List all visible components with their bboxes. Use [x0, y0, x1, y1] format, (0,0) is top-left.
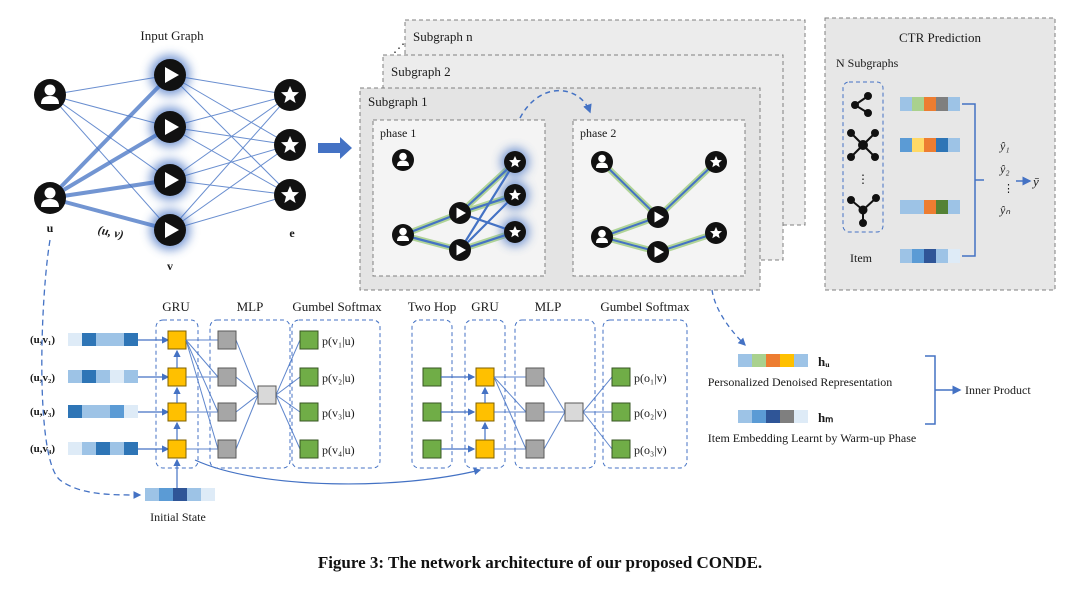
pipeline-2: Two Hop GRU MLP Gumbel Softmax [408, 299, 690, 469]
prob-label: p(v₃|u) [322, 406, 355, 420]
gumbel-title-2: Gumbel Softmax [600, 299, 690, 314]
hm-label: hₘ [818, 410, 833, 425]
embedding-bar [900, 200, 960, 214]
u-to-initial-state-arrow [41, 239, 142, 499]
entity-icon [504, 184, 526, 206]
subgraph-icon [851, 92, 872, 117]
user-icon [34, 182, 66, 214]
stack-ellipsis: ⋰ [393, 41, 405, 55]
entity-label: e [289, 226, 295, 240]
subgraph-icon [847, 194, 880, 227]
y-hat-n: ŷₙ [999, 203, 1010, 217]
transition-arrow [318, 137, 352, 159]
y-bar: ȳ [1031, 174, 1039, 189]
embedding-bar [68, 405, 138, 418]
user-icon [392, 149, 414, 171]
item-icon [647, 206, 669, 228]
user-icon [34, 79, 66, 111]
gru-title-2: GRU [471, 299, 499, 314]
gru-to-gru-arrow [194, 459, 482, 485]
prob-label: p(o₃|v) [634, 443, 667, 457]
embedding-bar [68, 442, 138, 455]
hu-embedding-bar [738, 354, 808, 367]
prob-label: p(o₂|v) [634, 406, 667, 420]
y-hat-2: ŷ₂ [999, 162, 1010, 176]
embedding-bar [900, 138, 960, 152]
input-graph-highlight-edges [48, 73, 172, 232]
item-icon [449, 239, 471, 261]
prob-label: p(o₁|v) [634, 371, 667, 385]
prob-label: p(v₂|u) [322, 371, 355, 385]
entity-icon [705, 151, 727, 173]
prob-label: p(v₄|u) [322, 443, 355, 457]
user-label: u [47, 221, 54, 235]
input-graph-edges [49, 74, 291, 231]
initial-state-bar [145, 488, 215, 501]
prob-label: p(v₁|u) [322, 334, 355, 348]
user-icon [591, 226, 613, 248]
edge-label: (u, v) [97, 223, 125, 242]
entity-icon [705, 222, 727, 244]
gru-title: GRU [162, 299, 190, 314]
subgraph-stack: Subgraph n Subgraph 2 Subgraph 1 ⋰ phase… [359, 19, 806, 291]
embedding-bar [68, 370, 138, 383]
subgraph-to-output-arrow [711, 289, 746, 346]
item-icon [154, 214, 186, 246]
item-label: Item [850, 251, 873, 265]
input-label: (u,v₂) [30, 372, 55, 384]
figure-caption: Figure 3: The network architecture of ou… [317, 553, 763, 572]
ellipsis: ⋮ [857, 172, 869, 186]
ctr-panel: CTR Prediction N Subgraphs ⋮ Item [824, 17, 1056, 291]
input-graph-title: Input Graph [140, 28, 204, 43]
input-label: (u,v₄) [30, 443, 55, 455]
hu-description: Personalized Denoised Representation [708, 375, 893, 389]
item-icon [449, 202, 471, 224]
item-icon [154, 59, 186, 91]
entity-icon [274, 79, 306, 111]
phase-1-label: phase 1 [380, 126, 416, 140]
embedding-bar [900, 97, 960, 111]
phase-2-label: phase 2 [580, 126, 616, 140]
initial-state-label: Initial State [150, 510, 206, 524]
input-graph: Input Graph u v e (u [34, 28, 306, 273]
item-icon [154, 164, 186, 196]
subgraph-icon [847, 129, 879, 161]
embedding-bar [68, 333, 138, 346]
entity-icon [274, 179, 306, 211]
y-hat-ellipsis: ⋮ [1003, 183, 1014, 195]
ctr-title: CTR Prediction [899, 30, 981, 45]
subgraph-1-label: Subgraph 1 [368, 94, 428, 109]
inner-product-label: Inner Product [965, 383, 1031, 397]
user-icon [392, 224, 414, 246]
entity-icon [504, 151, 526, 173]
hm-description: Item Embedding Learnt by Warm-up Phase [708, 431, 916, 445]
n-subgraphs-label: N Subgraphs [836, 56, 899, 70]
subgraph-2-label: Subgraph 2 [391, 64, 451, 79]
entity-icon [274, 129, 306, 161]
mlp-title-2: MLP [535, 299, 562, 314]
subgraph-icon-group [842, 81, 884, 233]
item-icon [154, 111, 186, 143]
two-hop-title: Two Hop [408, 299, 457, 314]
output-section: hᵤ Personalized Denoised Representation … [708, 354, 1031, 445]
subgraph-n-label: Subgraph n [413, 29, 473, 44]
mlp-title: MLP [237, 299, 264, 314]
gumbel-title: Gumbel Softmax [292, 299, 382, 314]
entity-icon [504, 221, 526, 243]
hm-embedding-bar [738, 410, 808, 423]
pipeline-1: GRU MLP Gumbel Softmax (u,v₁) (u,v₂) (u,… [30, 239, 482, 524]
y-hat-1: ŷ₁ [999, 139, 1010, 153]
item-label: v [167, 259, 173, 273]
user-icon [591, 151, 613, 173]
item-icon [647, 241, 669, 263]
hu-label: hᵤ [818, 354, 830, 369]
embedding-bar [900, 249, 960, 263]
phase-transition-arrow [519, 90, 592, 119]
